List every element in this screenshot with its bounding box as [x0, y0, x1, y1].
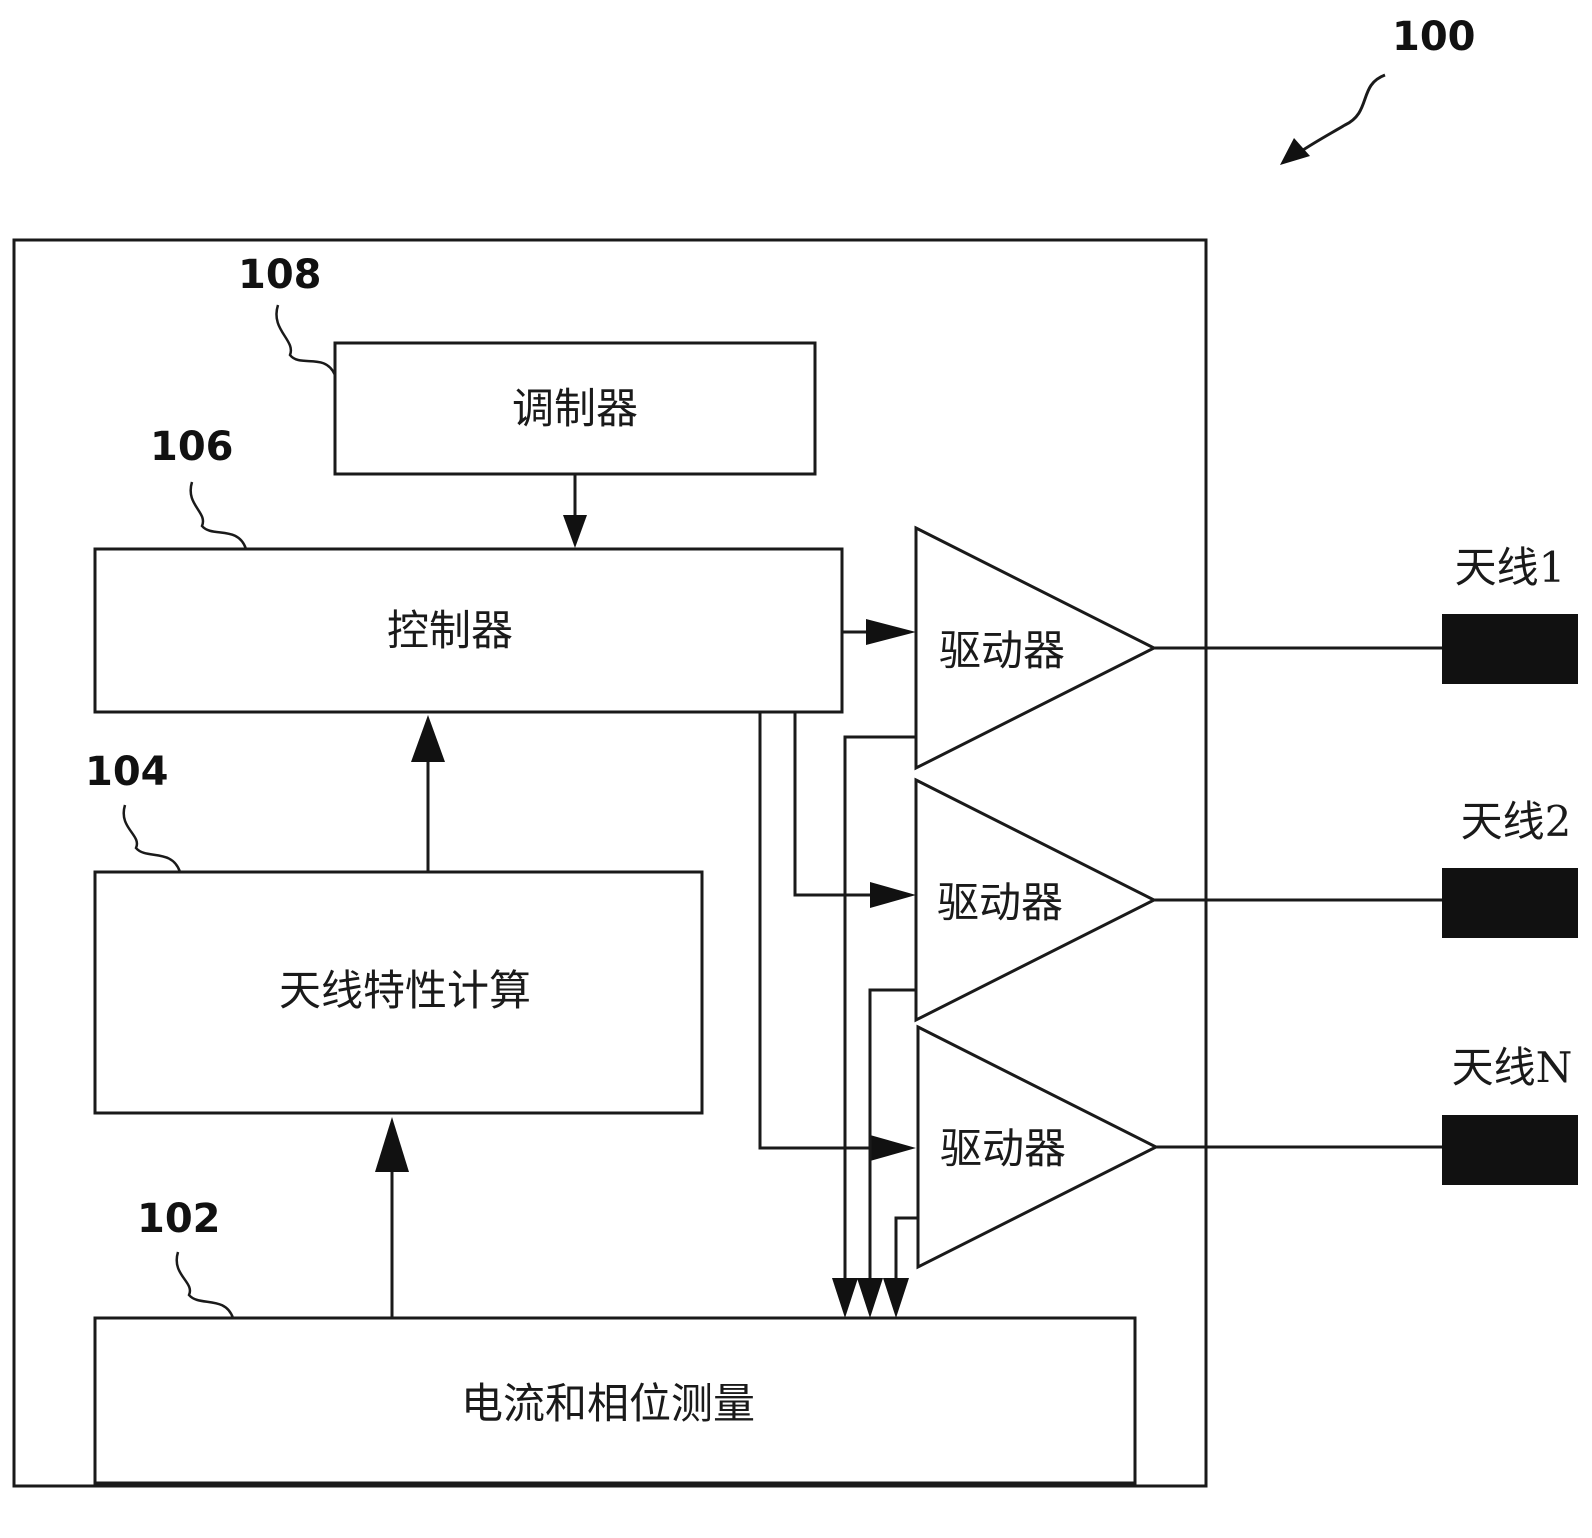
- modulator-label: 调制器: [512, 384, 638, 433]
- antenna-label-2: 天线2: [1461, 797, 1572, 846]
- driver-amplifier-3: [916, 1024, 1160, 1270]
- calc-to-controller-arrowhead: [411, 715, 445, 762]
- controller-to-driver2-line: [793, 712, 885, 897]
- driver1-feedback-line: [843, 735, 916, 1285]
- antenna-calc-ref-leader: [122, 804, 182, 873]
- modulator-to-controller-arrowhead: [563, 515, 587, 548]
- driver2-feedback-arrowhead: [857, 1278, 883, 1318]
- driver3-feedback-arrowhead: [883, 1278, 909, 1318]
- antenna-element-3: [1442, 1115, 1578, 1185]
- measurement-to-calc-arrowhead: [375, 1117, 409, 1172]
- antenna-element-2: [1442, 868, 1578, 938]
- driver-amplifier-2: [914, 777, 1158, 1023]
- controller-ref-leader: [189, 481, 248, 550]
- driver-label-3: 驱动器: [940, 1124, 1066, 1173]
- controller-label: 控制器: [387, 606, 513, 655]
- antenna-calc-ref: 104: [85, 749, 169, 795]
- controller-to-driver3-line: [758, 712, 885, 1150]
- antenna-calc-block: [93, 870, 704, 1115]
- driver-label-1: 驱动器: [939, 626, 1065, 675]
- modulator-block: [333, 341, 817, 476]
- controller-block: [93, 547, 844, 714]
- antenna-label-1: 天线1: [1455, 543, 1566, 592]
- figure-ref-leader: [1299, 73, 1386, 154]
- measurement-ref-leader: [175, 1251, 235, 1319]
- antenna-element-1: [1442, 614, 1578, 684]
- controller-to-driver3-arrowhead: [870, 1135, 916, 1161]
- driver3-feedback-line: [894, 1216, 918, 1285]
- antenna-label-3: 天线N: [1452, 1043, 1573, 1092]
- controller-to-driver1-arrowhead: [866, 619, 916, 645]
- driver-label-2: 驱动器: [937, 878, 1063, 927]
- measurement-block: [93, 1316, 1137, 1485]
- driver2-feedback-line: [868, 988, 916, 1285]
- modulator-ref: 108: [238, 252, 322, 298]
- controller-to-driver2-arrowhead: [870, 882, 916, 908]
- figure-ref-label: 100: [1392, 14, 1476, 60]
- driver1-feedback-arrowhead: [832, 1278, 858, 1318]
- antenna-calc-label: 天线特性计算: [279, 966, 531, 1015]
- measurement-ref: 102: [137, 1196, 221, 1242]
- measurement-label: 电流和相位测量: [461, 1379, 755, 1428]
- controller-ref: 106: [150, 424, 234, 470]
- driver-amplifier-1: [914, 525, 1158, 771]
- modulator-ref-leader: [275, 304, 337, 376]
- figure-ref-arrowhead: [1280, 138, 1310, 165]
